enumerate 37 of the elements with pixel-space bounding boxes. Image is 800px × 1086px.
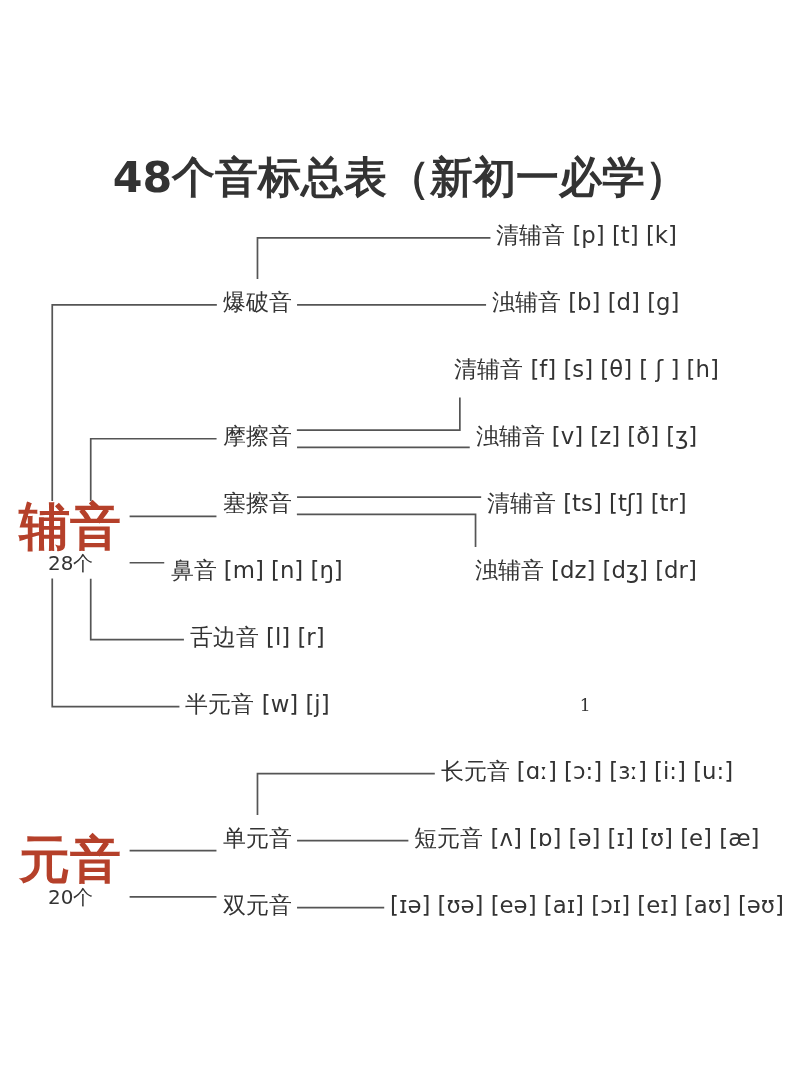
connector [296, 495, 483, 498]
connector [128, 515, 218, 517]
connector [128, 895, 218, 898]
connector [51, 303, 218, 502]
connector [51, 577, 181, 708]
connector [296, 396, 461, 431]
node-text: 短元音 [ʌ] [ɒ] [ə] [ɪ] [ʊ] [e] [æ] [414, 824, 760, 851]
connector [128, 849, 218, 851]
connector [296, 906, 386, 908]
connector [296, 512, 477, 548]
node-text: 浊辅音 [dz] [dʒ] [dr] [474, 556, 697, 583]
node-text: 清辅音 [f] [s] [θ] [ ʃ ] [h] [454, 355, 719, 382]
connector [256, 236, 492, 280]
node-text: 鼻音 [m] [n] [ŋ] [170, 556, 343, 583]
node-text: 浊辅音 [v] [z] [ð] [ʒ] [475, 422, 698, 449]
node-text: 半元音 [w] [j] [185, 690, 330, 717]
node-text: 爆破音 [222, 288, 292, 315]
connector [128, 561, 166, 564]
connector [296, 839, 410, 841]
diagram-title: 48个音标总表（新初一必学） [112, 151, 689, 202]
connector [89, 577, 185, 641]
node-text: 塞擦音 [222, 489, 292, 516]
label: 1 [579, 694, 591, 715]
node-text: 摩擦音 [222, 422, 292, 449]
node-text: 清辅音 [p] [t] [k] [496, 221, 677, 248]
connector [296, 445, 471, 448]
node-text: 单元音 [222, 824, 292, 851]
node-label: 28个 [47, 550, 94, 575]
connector [89, 437, 218, 502]
node-text: 清辅音 [ts] [tʃ] [tr] [486, 489, 687, 516]
connector [256, 772, 436, 816]
node-text: 舌边音 [l] [r] [189, 623, 325, 650]
connector [296, 303, 487, 306]
node-text: [ɪə] [ʊə] [eə] [aɪ] [ɔɪ] [eɪ] [aʊ] [əʊ] [390, 891, 784, 918]
node-text: 双元音 [222, 891, 292, 918]
node-text: 浊辅音 [b] [d] [g] [491, 288, 680, 315]
node-text: 长元音 [ɑː] [ɔ:] [ɜː] [i:] [u:] [440, 757, 734, 784]
